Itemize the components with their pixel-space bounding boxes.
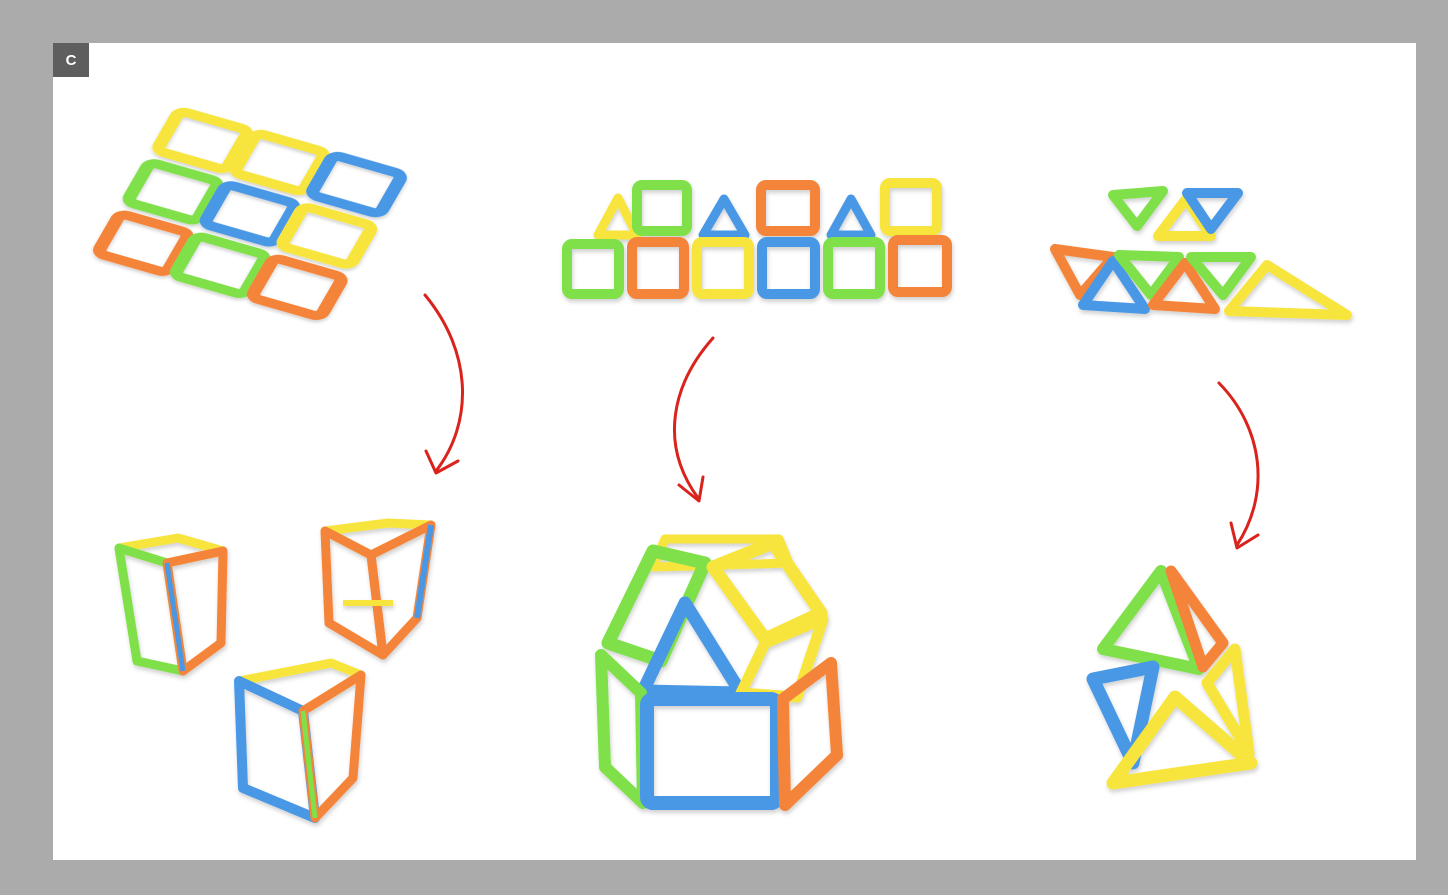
square-tile: [885, 183, 937, 231]
square-tile: [567, 244, 619, 294]
square-tile: [637, 185, 687, 231]
triangle-tile: [598, 198, 637, 235]
curved-arrow-icon: [674, 338, 713, 501]
square-tile: [697, 242, 749, 294]
flat-tile-strip: [567, 183, 947, 294]
curved-arrow-icon: [425, 295, 463, 473]
triangle-tile: [831, 199, 871, 235]
flat-square-grid: [97, 111, 402, 318]
triangular-prism-icon: [119, 538, 223, 671]
curved-arrow-icon: [1219, 383, 1258, 548]
figure-illustration: [53, 43, 1416, 860]
flat-triangle-net: [1055, 191, 1347, 315]
square-tile: [761, 185, 815, 231]
triangular-prism-icon: [239, 663, 361, 818]
square-tile: [828, 242, 880, 294]
square-tile: [310, 155, 402, 215]
triangle-tile: [1113, 191, 1163, 226]
pyramid-icon: [1093, 571, 1251, 783]
square-tile: [762, 242, 815, 294]
square-tile: [251, 258, 343, 318]
square-tile: [281, 206, 373, 266]
figure-panel: C: [53, 43, 1416, 860]
square-tile: [893, 240, 947, 292]
square-tile: [632, 242, 684, 294]
triangle-tile: [1229, 265, 1347, 315]
triangular-prism-icon: [325, 523, 431, 655]
cube-figure-icon: [601, 539, 837, 805]
triangle-tile: [703, 199, 745, 235]
triangle-tile: [1187, 193, 1238, 229]
